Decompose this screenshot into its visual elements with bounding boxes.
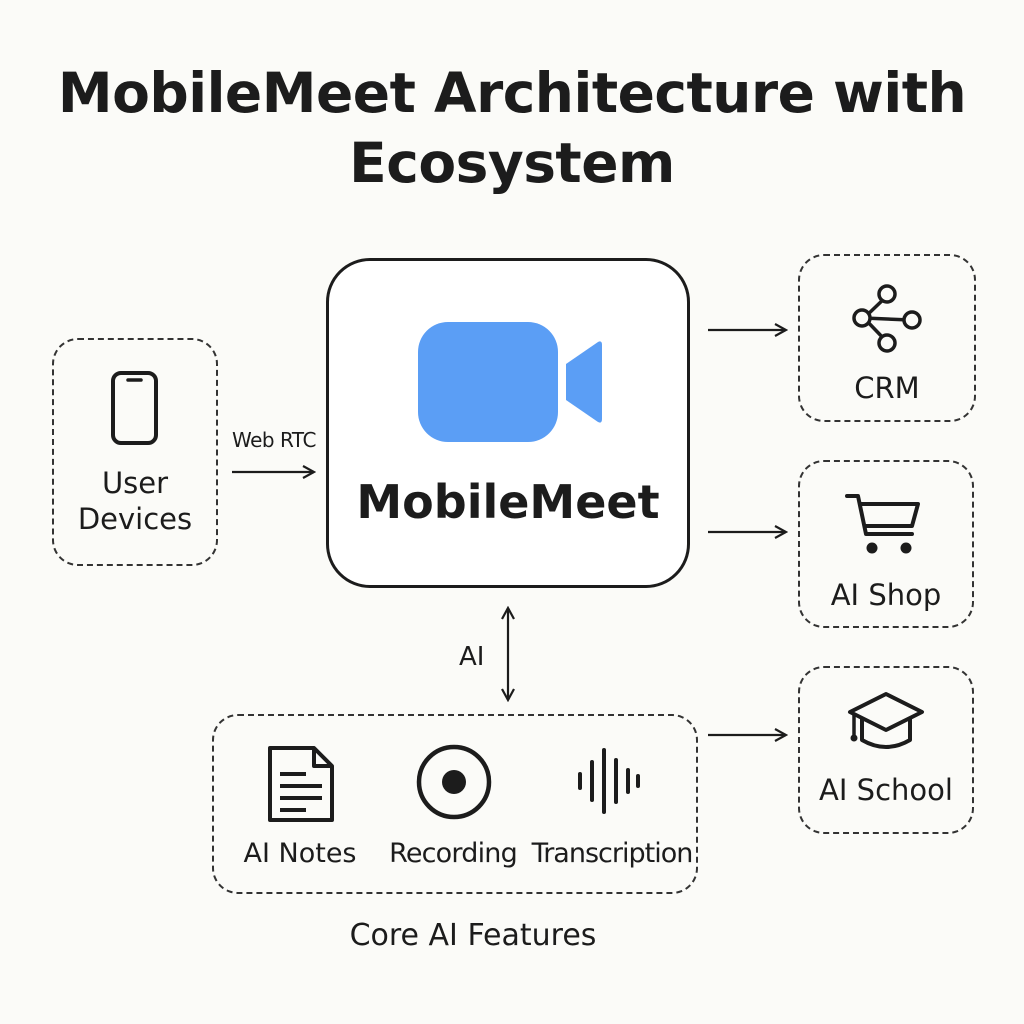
title-line-1: MobileMeet Architecture with	[57, 61, 967, 125]
ai-school-box	[798, 666, 974, 834]
user-devices-label: User Devices	[52, 465, 218, 537]
video-camera-icon	[418, 322, 602, 442]
audio-waveform-icon	[578, 748, 640, 814]
webrtc-label: Web RTC	[232, 428, 316, 452]
shopping-cart-icon	[845, 494, 920, 554]
user-devices-line-1: User	[101, 466, 169, 500]
record-icon	[416, 744, 492, 820]
ai-shop-label: AI Shop	[830, 578, 942, 612]
ai-notes-label: AI Notes	[243, 838, 357, 869]
graduation-cap-icon	[848, 692, 924, 749]
mobilemeet-label: MobileMeet	[356, 475, 660, 529]
core-ai-features-box	[212, 714, 698, 894]
smartphone-icon	[111, 371, 158, 445]
crm-box	[798, 254, 976, 422]
title-line-2: Ecosystem	[349, 131, 675, 195]
user-devices-line-2: Devices	[77, 502, 193, 536]
crm-label: CRM	[854, 371, 920, 405]
ai-shop-box	[798, 460, 974, 628]
network-share-icon	[852, 284, 922, 353]
user-devices-box	[52, 338, 218, 566]
diagram-title: MobileMeet Architecture with Ecosystem	[0, 58, 1024, 198]
document-icon	[268, 746, 334, 822]
recording-label: Recording	[389, 838, 518, 869]
core-ai-features-caption: Core AI Features	[349, 918, 597, 953]
ai-school-label: AI School	[819, 773, 953, 807]
ai-label: AI	[459, 642, 485, 672]
transcription-label: Transcription	[531, 838, 694, 869]
